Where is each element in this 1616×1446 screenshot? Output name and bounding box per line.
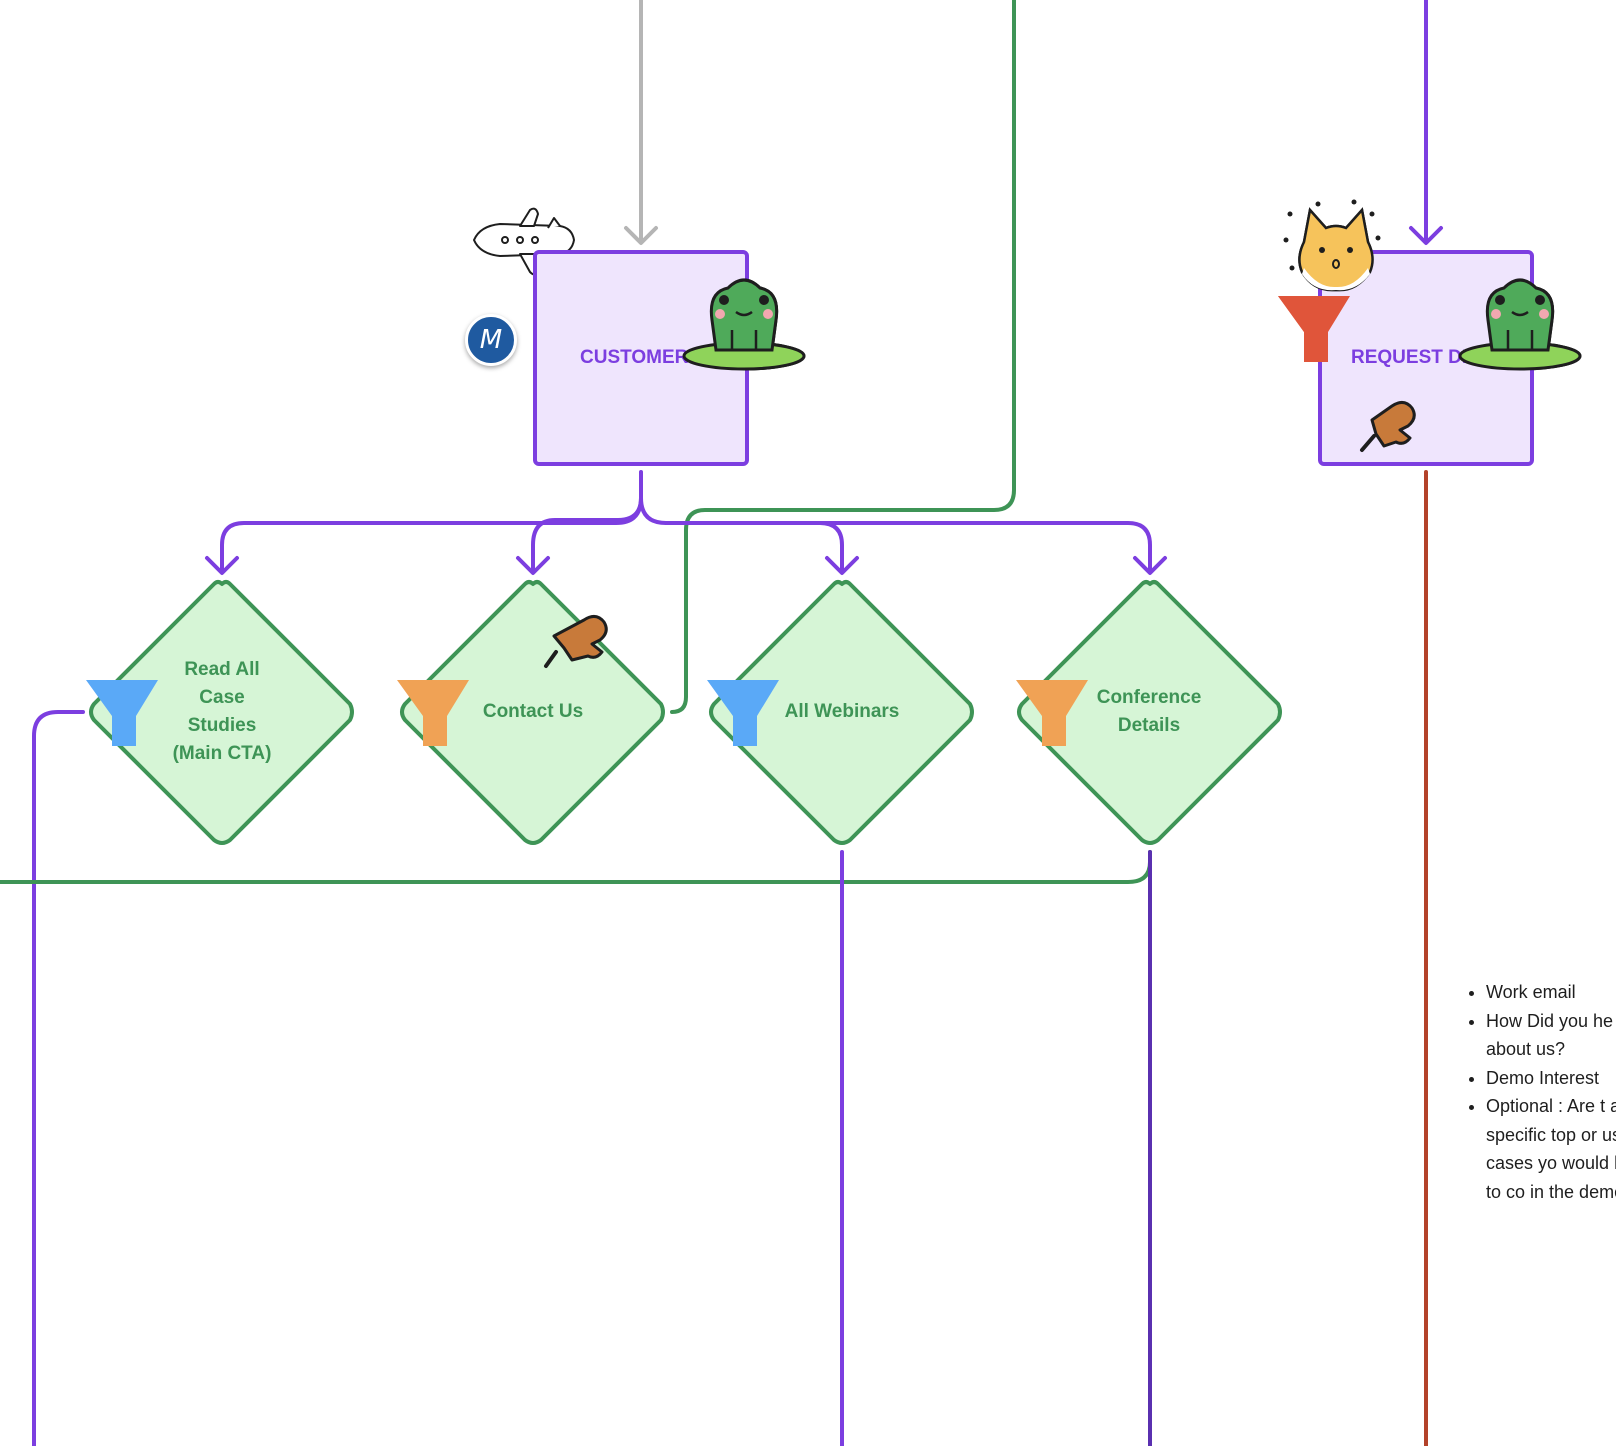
- funnel-icon: [86, 680, 158, 746]
- diamond-label-all-webinars: All Webinars: [784, 701, 900, 722]
- diamond-read-case-studies: [89, 580, 354, 845]
- arrowhead-branch-2: [516, 556, 550, 575]
- funnel-icon: [707, 680, 779, 746]
- arrowhead-branch-3: [825, 556, 859, 575]
- arrowhead-purple-request: [1409, 226, 1443, 245]
- arrowhead-branch-4: [1133, 556, 1167, 575]
- request-demo-label: REQUEST DE: [1351, 347, 1475, 368]
- list-item: How Did you he about us?: [1486, 1007, 1616, 1064]
- diamond-all-webinars: [709, 580, 974, 845]
- list-item: Work email: [1486, 978, 1616, 1007]
- frog-icon: [1458, 278, 1582, 371]
- connector-case-studies-out: [32, 710, 85, 1446]
- diamond-label-contact-us: Contact Us: [482, 701, 584, 722]
- connector-green-top: [670, 0, 1016, 714]
- arrowhead-branch-1: [205, 556, 239, 575]
- connector-customer-branch-2: [531, 496, 643, 572]
- cat-icon: [1298, 207, 1374, 292]
- list-item: Optional : Are t any specific top or use…: [1486, 1092, 1616, 1206]
- funnel-icon: [1278, 296, 1350, 362]
- request-demo-form-fields: Work email How Did you he about us? Demo…: [1466, 978, 1616, 1206]
- customer-label: CUSTOMER: [580, 347, 689, 368]
- arrowhead-gray: [624, 226, 658, 245]
- list-item: Demo Interest: [1486, 1064, 1616, 1093]
- funnel-icon: [1016, 680, 1088, 746]
- frog-icon: [682, 278, 806, 371]
- pushpin-icon: [544, 615, 608, 668]
- diamond-conference-details: [1017, 580, 1282, 845]
- funnel-icon: [397, 680, 469, 746]
- pushpin-icon: [1360, 401, 1416, 452]
- connector-customer-branch-4: [664, 521, 1152, 572]
- collaborator-avatar[interactable]: M: [465, 314, 517, 366]
